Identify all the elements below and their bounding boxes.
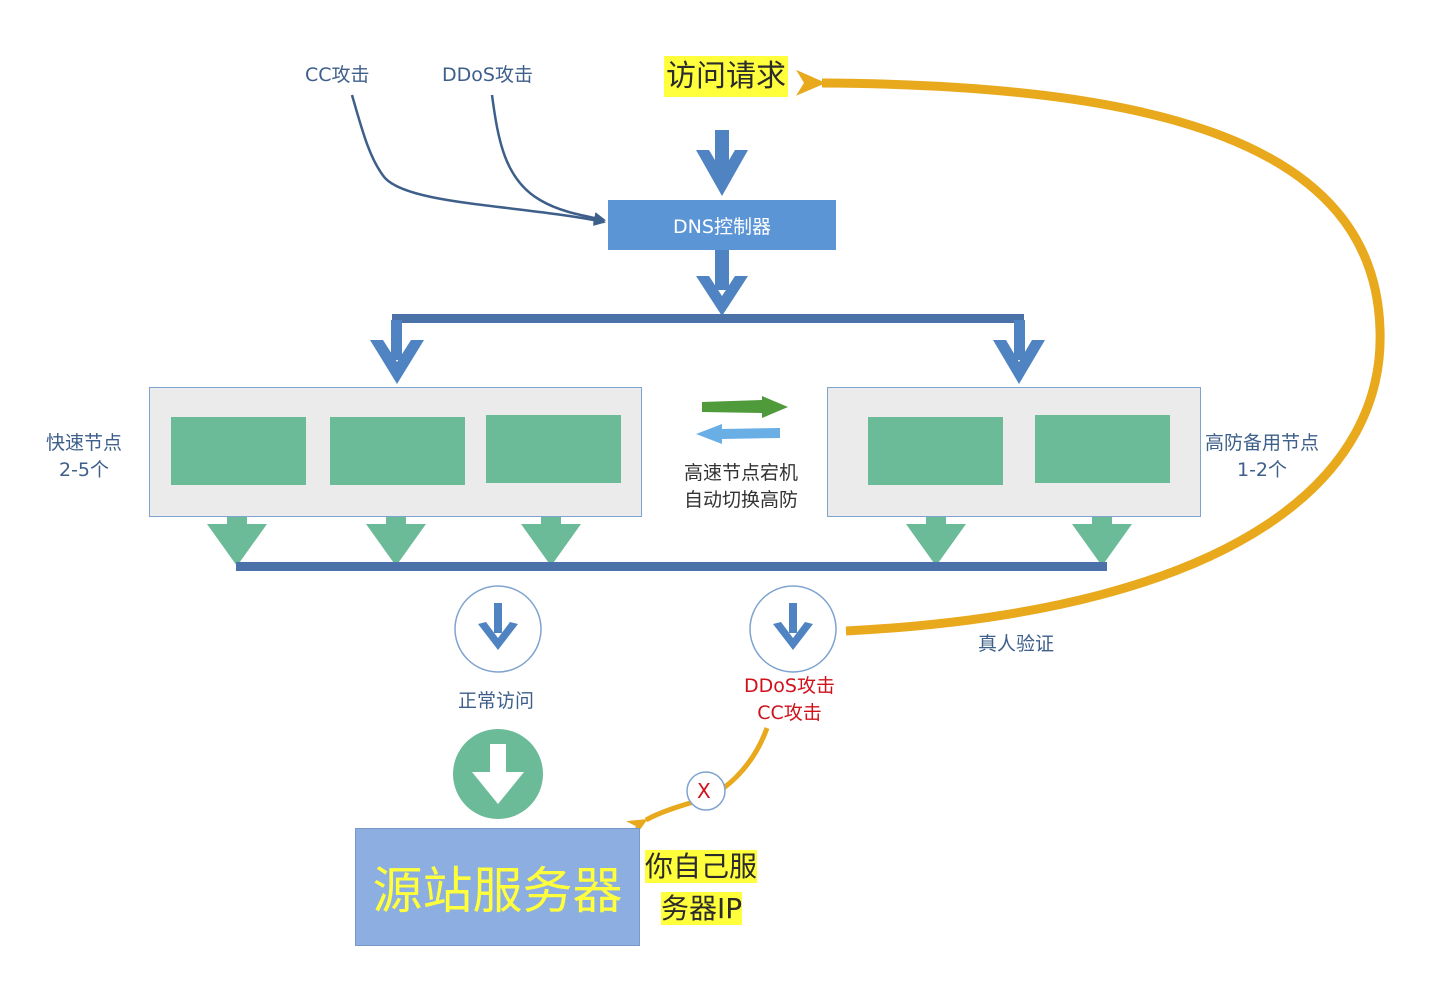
attack-ddos-label: DDoS攻击 [744,675,835,697]
fast-nodes-title: 快速节点 [46,432,123,454]
cc-attack-curve [350,94,606,226]
blocked-mark-label: X [697,779,711,803]
distribution-bar [392,314,1024,323]
arrow-down-circle-icon [749,585,837,673]
failover-label: 高速节点宕机 自动切换高防 [684,460,798,513]
dns-controller-box: DNS控制器 [608,200,836,250]
origin-server-box: 源站服务器 [355,828,640,946]
cc-attack-label: CC攻击 [305,64,370,86]
switch-arrows-icon [696,396,788,444]
backup-nodes-frame [827,387,1201,517]
backup-nodes-title: 高防备用节点 [1205,432,1320,454]
ddos-attack-curve [490,94,606,224]
ddos-attack-label: DDoS攻击 [442,64,533,86]
verify-loop-curve [795,69,1385,636]
attack-cc-label: CC攻击 [757,701,822,724]
backup-node [1035,415,1170,483]
failover-line1: 高速节点宕机 [684,462,799,484]
origin-server-label: 源站服务器 [372,862,623,920]
dns-down-arrow [696,250,748,316]
arrow-down-filled-circle-icon [453,729,543,819]
your-ip-line1: 你自己服 [645,850,758,883]
human-verify-label: 真人验证 [978,633,1055,655]
left-branch-arrow [370,320,424,384]
blocked-mark-circle [686,771,726,811]
fast-node [486,415,621,483]
right-branch-arrow [993,320,1045,384]
request-arrow [696,130,748,196]
attack-label: DDoS攻击 CC攻击 [744,673,835,726]
fast-nodes-count: 2-5个 [58,458,110,481]
your-ip-label: 你自己服 务器IP [645,846,758,930]
fast-node [330,417,465,485]
access-request-label: 访问请求 [664,56,788,97]
arrow-down-circle-icon [454,585,542,673]
backup-node [868,417,1003,485]
fast-nodes-frame [149,387,642,517]
fast-nodes-label: 快速节点 2-5个 [46,430,122,483]
normal-access-label: 正常访问 [458,690,535,712]
your-ip-line2: 务器IP [661,892,743,925]
collector-bar [236,562,1107,571]
failover-line2: 自动切换高防 [684,488,799,511]
backup-nodes-label: 高防备用节点 1-2个 [1205,430,1319,483]
fast-node [171,417,306,485]
backup-nodes-count: 1-2个 [1236,458,1288,481]
